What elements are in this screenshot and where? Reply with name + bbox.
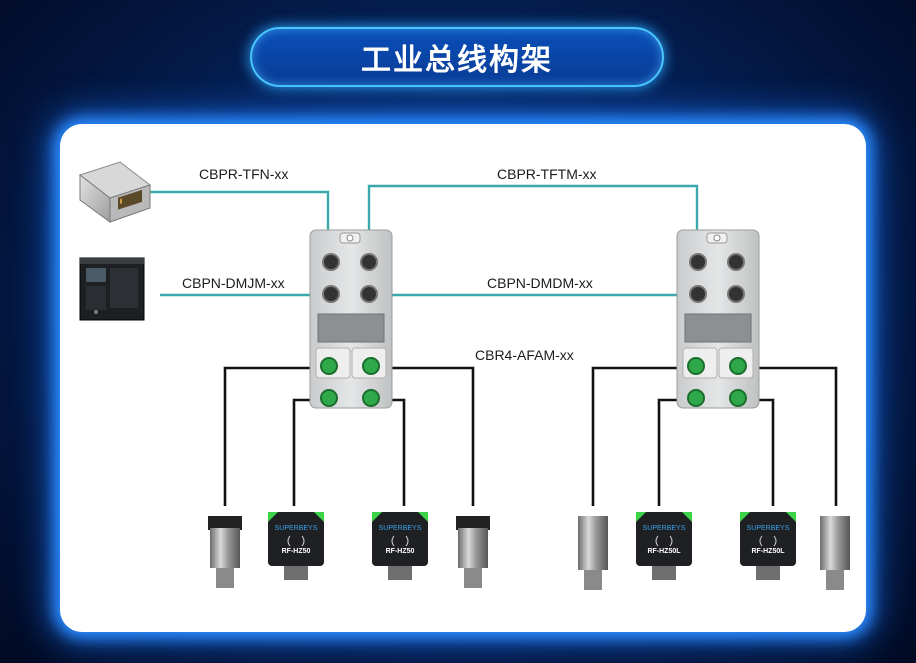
rfid-reader-right-2 [740, 512, 796, 580]
proximity-sensor-right-1 [578, 516, 608, 590]
rfid-brand-left-2: SUPERBEYS [379, 525, 422, 532]
page-title: 工业总线构架 [361, 43, 553, 78]
rfid-brand-left-1: SUPERBEYS [275, 525, 318, 532]
io-module-left [309, 229, 393, 409]
rfid-model-right-2: RF-HZ50L [751, 548, 785, 555]
label-cable-power-left: CBPR-TFN-xx [199, 166, 289, 182]
rfid-reader-left-2 [372, 512, 428, 580]
rfid-reader-right-1 [636, 512, 692, 580]
proximity-sensor-left-1 [208, 516, 242, 588]
rfid-wave-icon [655, 535, 673, 547]
label-cable-power-link: CBPR-TFTM-xx [497, 166, 597, 182]
rfid-reader-left-1 [268, 512, 324, 580]
rfid-model-right-1: RF-HZ50L [647, 548, 681, 555]
label-cable-bus-left: CBPN-DMJM-xx [182, 275, 285, 291]
rfid-wave-icon [287, 535, 305, 547]
title-banner: 工业总线构架 [250, 27, 664, 87]
teal-cables [140, 184, 699, 297]
rfid-model-left-1: RF-HZ50 [282, 548, 311, 555]
rfid-model-left-2: RF-HZ50 [386, 548, 415, 555]
plc-controller [79, 257, 145, 321]
io-cable-r2 [657, 398, 683, 506]
cable-power-link [367, 184, 699, 234]
io-cable-l1 [223, 366, 316, 506]
label-cable-io: CBR4-AFAM-xx [475, 347, 574, 363]
io-cable-r4 [752, 366, 838, 506]
io-cable-l3 [384, 398, 406, 506]
io-cable-l4 [384, 366, 475, 506]
io-module-right [676, 229, 760, 409]
io-cable-l2 [292, 398, 316, 506]
label-cable-bus-link: CBPN-DMDM-xx [487, 275, 593, 291]
rfid-brand-right-2: SUPERBEYS [747, 525, 790, 532]
rfid-wave-icon [391, 535, 409, 547]
proximity-sensor-right-2 [820, 516, 850, 590]
rfid-wave-icon [759, 535, 777, 547]
cable-power-left [140, 190, 330, 234]
io-cable-r3 [752, 398, 775, 506]
proximity-sensor-left-2 [456, 516, 490, 588]
io-cable-r1 [591, 366, 683, 506]
power-supply-unit [78, 161, 152, 223]
rfid-brand-right-1: SUPERBEYS [643, 525, 686, 532]
